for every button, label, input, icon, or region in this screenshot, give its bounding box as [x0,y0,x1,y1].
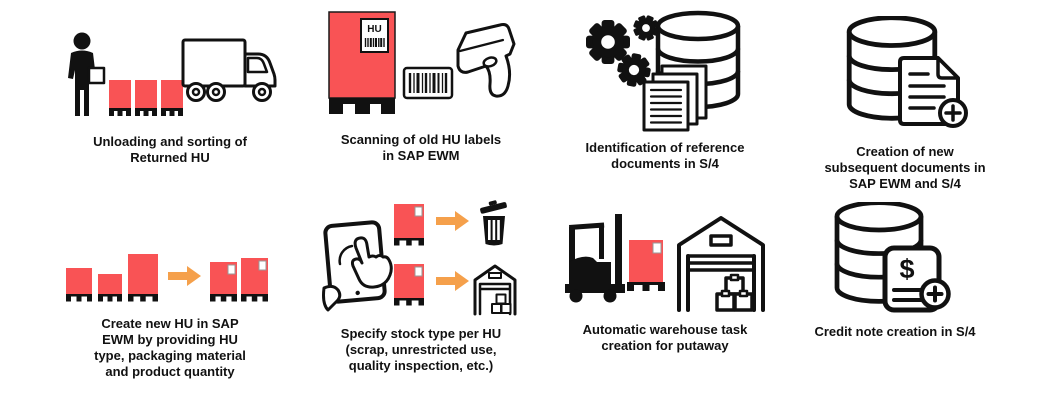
unsorted-boxes-icon [66,254,158,302]
step-identification: Identification of reference documents in… [535,8,795,172]
barcode-icon [402,66,454,100]
caption-creation: Creation of new subsequent documents in … [824,144,986,191]
tablet-touch-icon [322,220,393,312]
worker-icon [67,32,105,116]
caption-putaway: Automatic warehouse task creation for pu… [582,322,748,353]
hu-box-icon [394,204,424,246]
arrow-icon [168,266,201,286]
holding-hand-icon [322,284,342,312]
step-specify: Specify stock type per HU (scrap, unrest… [291,200,551,374]
barcode-scanner-icon [456,23,516,98]
tablet-boxes-trash-warehouse-icon [322,200,517,316]
caption-scanning: Scanning of old HU labels in SAP EWM [340,132,502,163]
step-putaway: Automatic warehouse task creation for pu… [535,212,795,354]
hu-container-icon: HU [328,11,396,114]
step-unloading: Unloading and sorting of Returned HU [40,26,300,166]
caption-specify: Specify stock type per HU (scrap, unrest… [340,326,502,373]
caption-credit-note: Credit note creation in S/4 [814,324,976,339]
gears-icon [585,11,662,90]
hu-label: HU [367,24,381,35]
touch-arc-icon [338,244,354,266]
database-credit-note-icon: $ [823,202,951,313]
step-create-hu: Create new HU in SAP EWM by providing HU… [40,252,300,380]
documents-icon [642,64,707,132]
arrow-icon [436,271,469,291]
step-scanning: HU Scanning of old HU lab [291,10,551,164]
new-hu-boxes-icon [210,258,268,302]
identification-icon [578,8,753,132]
tap-hand-icon [350,236,393,289]
money-note-plus-icon: $ [882,245,951,313]
hu-box-icon [394,264,424,306]
scanning-icon: HU [326,10,516,124]
worker-boxes-truck-icon [67,32,276,116]
putaway-icon [563,212,768,314]
pallet-boxes-icon [108,80,183,116]
step-credit-note: $ Credit note creation in S/4 [765,202,1025,340]
credit-note-icon: $ [823,202,968,316]
forklift-warehouse-icon [564,214,765,312]
forklift-icon [564,214,625,303]
document-plus-icon [898,56,968,128]
unloading-icon [63,26,278,126]
caption-unloading: Unloading and sorting of Returned HU [93,134,247,165]
caption-create-hu: Create new HU in SAP EWM by providing HU… [94,316,246,379]
caption-identification: Identification of reference documents in… [585,140,745,171]
hu-box-icon [626,240,665,291]
hu-label-barcode [364,38,385,47]
gears-database-documents-icon [585,8,753,132]
specify-icon [322,200,520,318]
dollar-sign: $ [899,254,914,284]
arrow-icon [436,211,469,231]
creation-icon [830,16,980,136]
trash-icon [480,200,507,246]
hu-box-scanner-icon: HU [328,11,516,114]
create-hu-icon [64,252,276,308]
warehouse-small-icon [473,264,517,316]
boxes-arrow-labeled-boxes-icon [66,254,268,302]
warehouse-icon [676,216,765,312]
database-document-plus-icon [830,16,968,128]
truck-icon [181,38,276,102]
step-creation: Creation of new subsequent documents in … [775,16,1035,192]
